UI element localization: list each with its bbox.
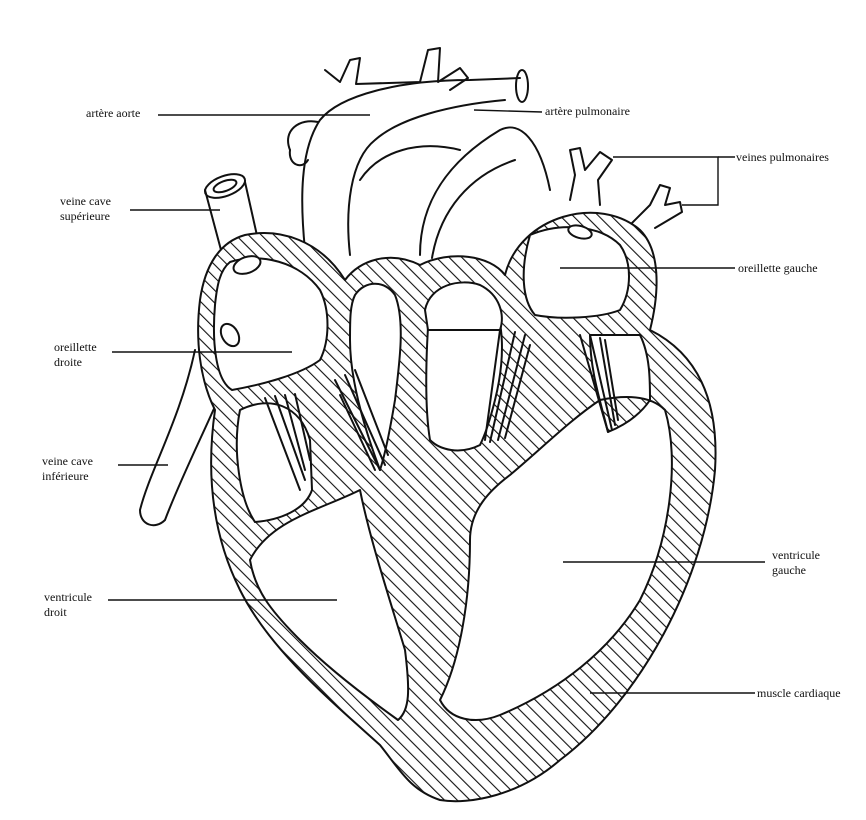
label-veine-cave-inferieure-line1: veine cave bbox=[42, 454, 93, 468]
sinus-opening-right bbox=[232, 255, 262, 275]
label-veine-cave-superieure-line1: veine cave bbox=[60, 194, 111, 208]
label-veine-cave-inferieure-line2: inférieure bbox=[42, 469, 89, 483]
label-oreillette-droite-line2: droite bbox=[54, 355, 82, 369]
label-ventricule-droit-line1: ventricule bbox=[44, 590, 92, 604]
leader-lines bbox=[108, 109, 765, 694]
label-veine-cave-inferieure: veine cave inférieure bbox=[42, 454, 93, 484]
label-muscle-cardiaque: muscle cardiaque bbox=[757, 686, 841, 700]
label-oreillette-gauche: oreillette gauche bbox=[738, 261, 818, 275]
label-artere-aorte: artère aorte bbox=[86, 106, 141, 120]
superior-vena-cava bbox=[203, 173, 259, 266]
inferior-vena-cava bbox=[139, 349, 221, 527]
label-ventricule-gauche-line1: ventricule bbox=[772, 548, 820, 562]
tricuspid-chordae bbox=[264, 393, 311, 491]
label-ventricule-gauche: ventricule gauche bbox=[772, 548, 820, 578]
aorta bbox=[287, 47, 529, 256]
aortic-valve-chordae bbox=[484, 329, 531, 443]
label-veine-cave-superieure-line2: supérieure bbox=[60, 209, 110, 223]
label-ventricule-droit: ventricule droit bbox=[44, 590, 92, 620]
sinus-opening-left bbox=[567, 224, 593, 240]
pulmonary-veins bbox=[569, 147, 683, 229]
label-ventricule-gauche-line2: gauche bbox=[772, 563, 806, 577]
mitral-chordae bbox=[579, 334, 619, 433]
label-ventricule-droit-line2: droit bbox=[44, 605, 67, 619]
pulmonary-valve-chordae bbox=[334, 369, 389, 471]
pulmonary-artery bbox=[359, 126, 551, 259]
coronary-sinus-opening bbox=[219, 322, 241, 348]
label-artere-pulmonaire: artère pulmonaire bbox=[545, 104, 630, 118]
aortic-opening bbox=[423, 281, 503, 331]
label-veine-cave-superieure: veine cave supérieure bbox=[60, 194, 111, 224]
label-oreillette-droite: oreillette droite bbox=[54, 340, 97, 370]
label-oreillette-droite-line1: oreillette bbox=[54, 340, 97, 354]
label-veines-pulmonaires: veines pulmonaires bbox=[736, 150, 829, 164]
